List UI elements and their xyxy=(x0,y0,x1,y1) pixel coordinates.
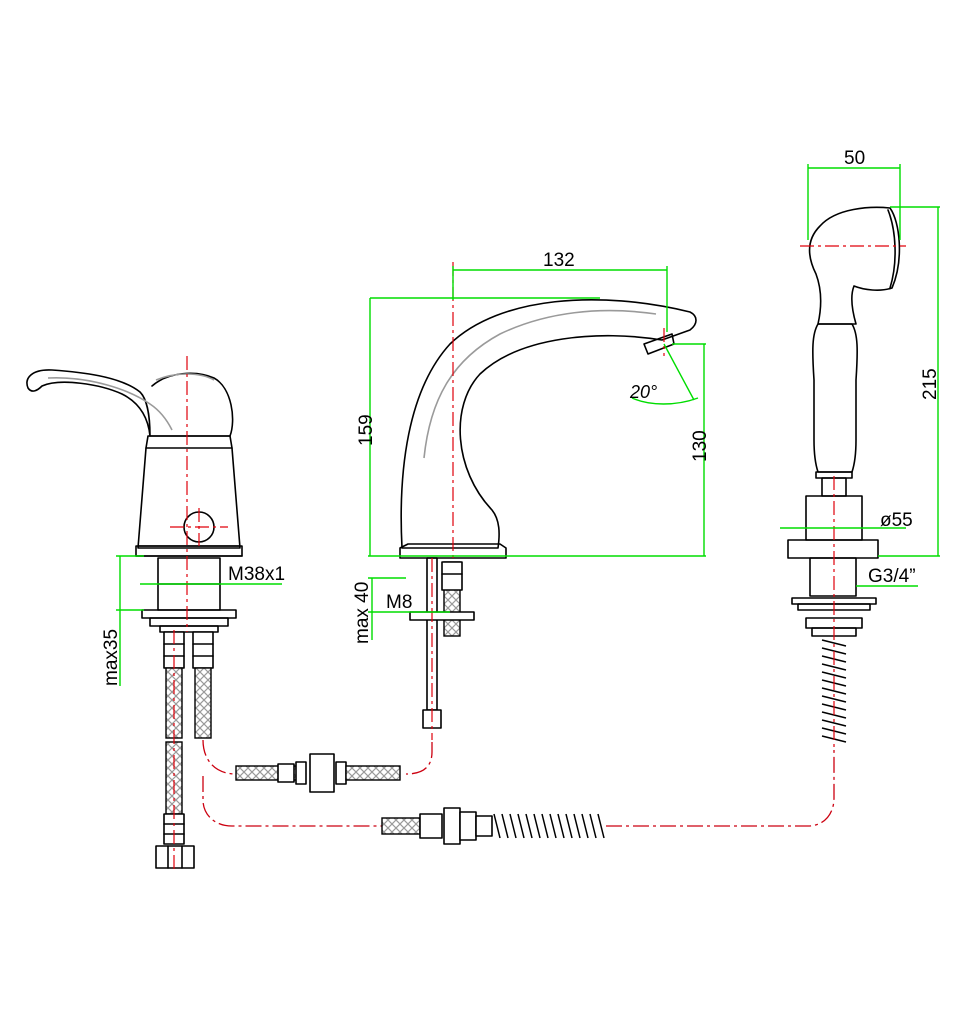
handset-height-label: 215 xyxy=(920,368,941,400)
mixer-to-shower-hose-path xyxy=(202,750,835,827)
deck-thickness-spout-label: max 40 xyxy=(352,582,373,644)
spout-body xyxy=(400,298,697,549)
handset-width-label: 50 xyxy=(844,148,865,169)
supply-hose-nut xyxy=(155,845,195,869)
lever-handle xyxy=(26,369,151,437)
mixer-to-spout-hose-path xyxy=(202,739,433,775)
connection-hoses xyxy=(202,739,835,845)
spout-nut xyxy=(409,611,475,621)
supply-hose-left xyxy=(165,667,183,739)
spout-dimensions: 132 159 130 20° max 40 M8 xyxy=(352,250,711,644)
outlet-height-label: 130 xyxy=(690,430,711,462)
hose-thread-label: G3/4” xyxy=(868,566,916,587)
holder-diameter-label: ø55 xyxy=(880,510,913,531)
spout-height-label: 159 xyxy=(356,414,377,446)
outlet-angle-label: 20° xyxy=(629,382,657,402)
spout xyxy=(399,262,697,740)
spout-reach-label: 132 xyxy=(543,250,575,271)
supply-hose-right xyxy=(194,667,212,739)
lever-mixer-dimensions: M38x1 max35 xyxy=(101,555,285,686)
mixer-shower-coupling xyxy=(443,807,461,845)
shower-head xyxy=(808,206,901,325)
lever-mixer xyxy=(26,356,243,872)
deck-thickness-lever-label: max35 xyxy=(101,629,122,686)
hand-shower xyxy=(787,206,906,750)
spout-thread-label: M8 xyxy=(386,592,412,613)
lever-thread-label: M38x1 xyxy=(228,564,285,585)
mixer-body xyxy=(137,435,241,549)
hand-shower-dimensions: 50 215 ø55 G3/4” xyxy=(780,148,941,587)
mixer-spout-coupling xyxy=(309,753,335,793)
spout-base xyxy=(399,543,507,559)
